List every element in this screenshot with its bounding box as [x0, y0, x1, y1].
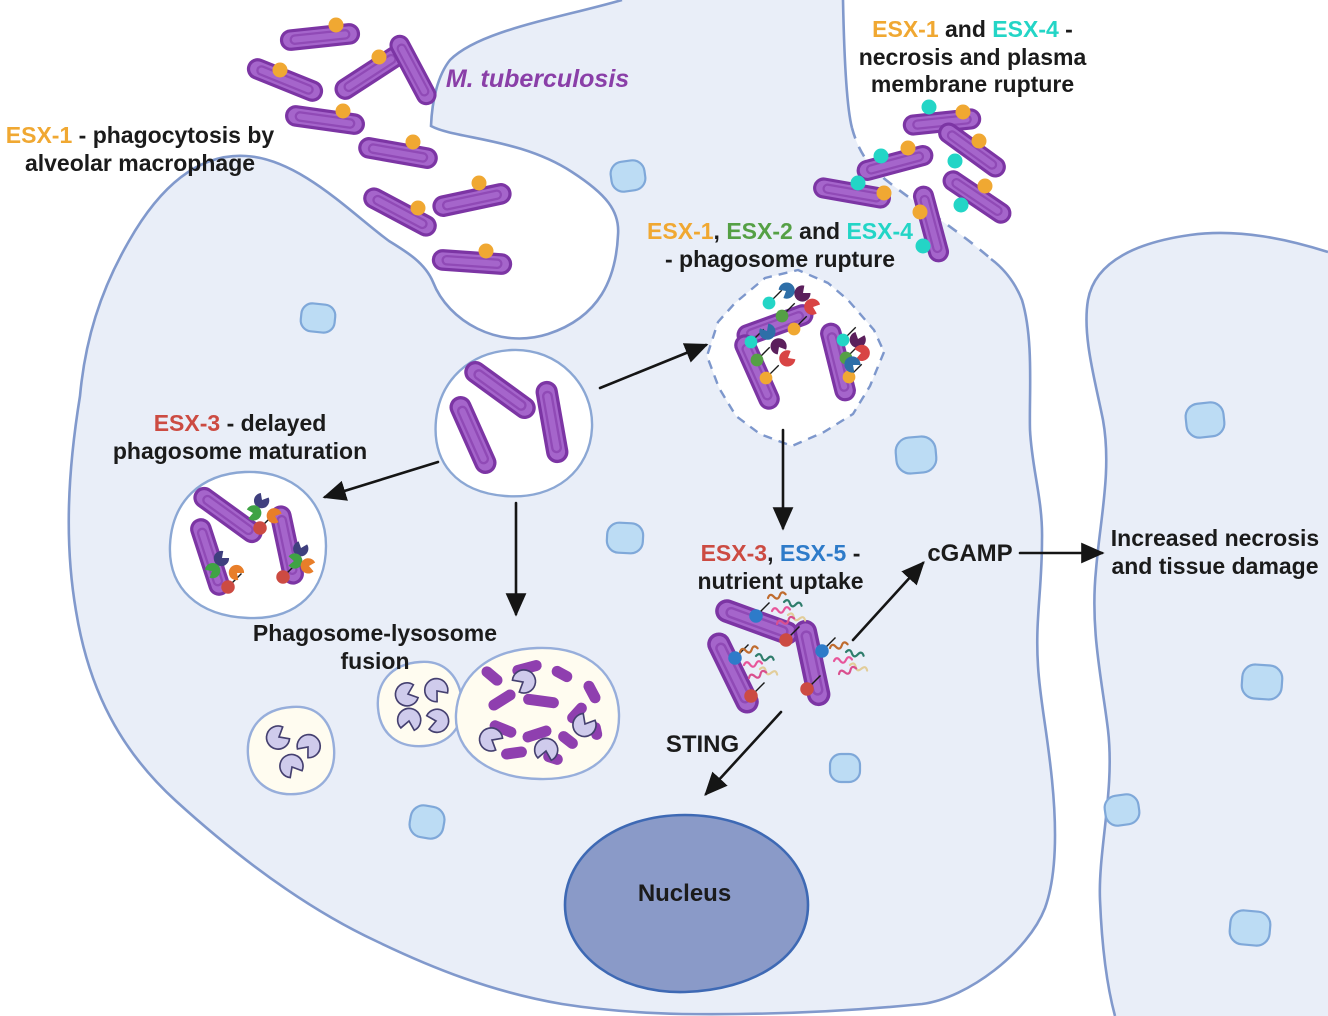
label-necrosis: ESX-1 and ESX-4 - necrosis and plasma me…	[858, 16, 1087, 98]
label-increased-necrosis: Increased necrosis and tissue damage	[1110, 525, 1320, 579]
vesicles	[299, 159, 1284, 947]
esx1-text: ESX-1	[647, 218, 714, 244]
central-phagosome	[434, 348, 594, 498]
esx4-text: ESX-4	[846, 218, 913, 244]
label-delayed-maturation: ESX-3 - delayed phagosome maturation	[112, 410, 368, 464]
esx4-text: ESX-4	[992, 16, 1059, 42]
arrow-phagosome-to-rupture	[598, 343, 709, 390]
esx5-text: ESX-5	[779, 540, 847, 566]
label-nutrient-uptake: ESX-3, ESX-5 - nutrient uptake	[697, 540, 864, 594]
label-cgamp: cGAMP	[927, 540, 1013, 567]
neighbor-cell-membrane	[1085, 231, 1328, 1016]
label-phagosome-rupture: ESX-1, ESX-2 and ESX-4 - phagosome ruptu…	[647, 218, 913, 272]
label-phagocytosis: ESX-1 - phagocytosis by alveolar macroph…	[5, 122, 275, 176]
ruptured-phagosome	[705, 268, 886, 448]
arrow-sting-to-nucleus	[704, 710, 783, 796]
lysosome-fusing	[376, 660, 464, 748]
arrow-phagosome-to-delayed	[322, 460, 440, 501]
delayed-phagosome	[168, 470, 328, 620]
esx3-text: ESX-3	[700, 540, 768, 566]
cell-membrane	[67, 0, 1057, 1016]
arrow-nutrient-to-cgamp	[851, 561, 925, 642]
cell-membrane-top-right	[841, 0, 854, 129]
membrane-rupture-dashes	[850, 127, 992, 260]
phagolysosome	[454, 646, 621, 781]
esx2-text: ESX-2	[726, 218, 793, 244]
neighbor-cell-shape	[1086, 232, 1328, 1016]
nucleus-shape	[563, 813, 810, 994]
esx1-text: ESX-1	[5, 122, 73, 148]
label-organism: M. tuberculosis	[445, 65, 630, 93]
label-fusion: Phagosome-lysosome fusion	[252, 620, 498, 674]
label-sting: STING	[665, 731, 740, 758]
esx1-text: ESX-1	[872, 16, 939, 42]
degraded-bacteria-fragments	[481, 660, 603, 765]
label-nucleus: Nucleus	[637, 880, 732, 907]
lysosome-small	[246, 705, 336, 796]
esx3-text: ESX-3	[153, 410, 221, 436]
flow-arrows	[322, 343, 1105, 796]
